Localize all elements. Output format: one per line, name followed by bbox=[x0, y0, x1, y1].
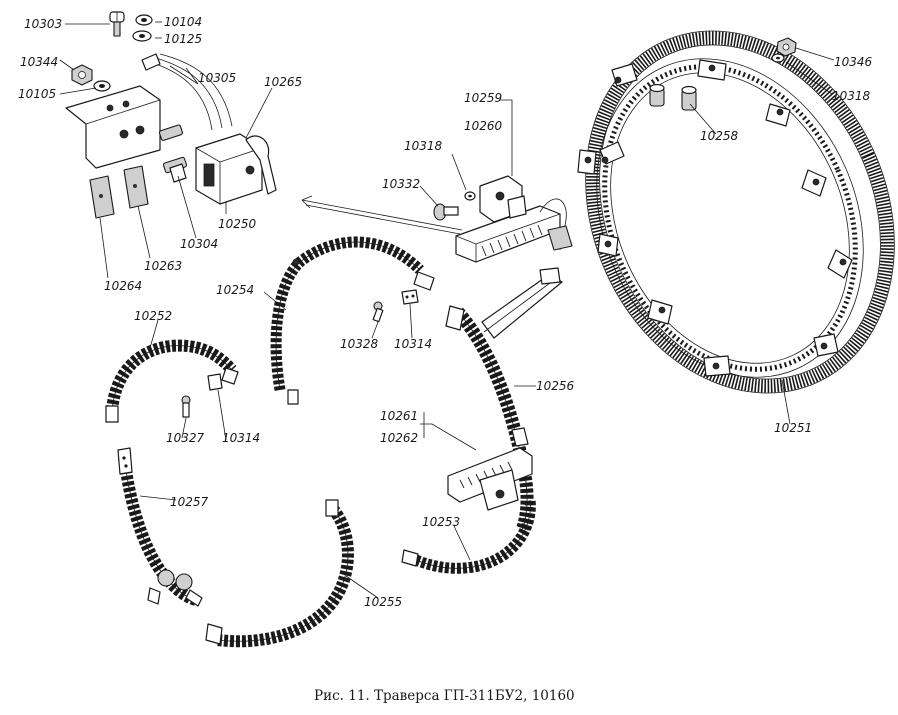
label-10318: 10318 bbox=[832, 89, 871, 103]
washer-10125 bbox=[132, 30, 152, 42]
ring-segment-10253 bbox=[401, 499, 536, 574]
ring-segment-10252 bbox=[105, 339, 239, 423]
screw-10328 bbox=[372, 301, 384, 323]
label-10304: 10304 bbox=[180, 237, 218, 251]
label-10255: 10255 bbox=[364, 595, 402, 609]
label-10253: 10253 bbox=[422, 515, 460, 529]
label-10105: 10105 bbox=[18, 87, 56, 101]
label-10261: 10261 bbox=[380, 409, 418, 423]
label-10265: 10265 bbox=[264, 75, 302, 89]
brush-10264 bbox=[89, 175, 115, 219]
label-10344: 10344 bbox=[20, 55, 58, 69]
ring-holder-block bbox=[801, 169, 827, 197]
label-10262: 10262 bbox=[380, 431, 418, 445]
screw-10327 bbox=[181, 395, 191, 418]
label-10254: 10254 bbox=[216, 283, 254, 297]
label-10264: 10264 bbox=[104, 279, 142, 293]
holder-10261 bbox=[447, 427, 533, 511]
label-10252: 10252 bbox=[134, 309, 172, 323]
label-10305: 10305 bbox=[198, 71, 236, 85]
ring-holder-block bbox=[597, 233, 619, 257]
label-10346: 10346 bbox=[834, 55, 873, 69]
label-10327: 10327 bbox=[166, 431, 205, 445]
ring-segment-10257 bbox=[117, 447, 203, 607]
screw-10303 bbox=[109, 11, 125, 37]
ring-holder-block bbox=[765, 103, 791, 127]
plate-10314 bbox=[207, 373, 223, 391]
ring-holder-block bbox=[577, 149, 597, 175]
ring-holder-block bbox=[697, 59, 727, 81]
assembly-direction-arrow bbox=[301, 195, 463, 235]
ring-10251 bbox=[577, 30, 895, 394]
ring-holder-block bbox=[599, 141, 625, 165]
flexible-leads-10305 bbox=[141, 53, 233, 131]
holder-block bbox=[65, 85, 161, 169]
label-10251: 10251 bbox=[774, 421, 812, 435]
label-10258: 10258 bbox=[700, 129, 739, 143]
bolt-10332 bbox=[433, 203, 459, 221]
ring-holder-block bbox=[647, 299, 673, 325]
terminal-lug bbox=[147, 569, 203, 607]
label-10125: 10125 bbox=[164, 32, 202, 46]
nut-10346 bbox=[776, 37, 797, 57]
label-10104: 10104 bbox=[164, 15, 202, 29]
brush-10263 bbox=[123, 165, 149, 209]
washer-10105 bbox=[93, 80, 111, 92]
ring-segment-10255 bbox=[205, 499, 354, 648]
brush-holder-assembly bbox=[65, 11, 463, 235]
holder-bar-10259 bbox=[433, 175, 573, 263]
leader-lines bbox=[59, 21, 835, 599]
label-10314: 10314 bbox=[394, 337, 432, 351]
washer-10104 bbox=[135, 14, 153, 26]
ring-holder-block bbox=[813, 333, 839, 357]
bushing-10258 bbox=[649, 83, 697, 111]
nut-10344 bbox=[71, 64, 93, 86]
label-10260: 10260 bbox=[464, 119, 503, 133]
label-10259: 10259 bbox=[464, 91, 502, 105]
label-10332: 10332 bbox=[382, 177, 420, 191]
ring-holder-block bbox=[827, 249, 853, 279]
ring-segment-10254 bbox=[270, 236, 435, 405]
label-10303: 10303 bbox=[24, 17, 62, 31]
label-10328: 10328 bbox=[340, 337, 379, 351]
callout-labels: 10303 10104 10125 10344 10105 10305 1026… bbox=[18, 15, 873, 609]
ring-holder-block bbox=[703, 355, 731, 377]
label-10256: 10256 bbox=[536, 379, 575, 393]
bolt-10304 bbox=[158, 124, 188, 183]
brush-holder-10250 bbox=[195, 133, 277, 205]
figure-caption: Рис. 11. Траверса ГП-311БУ2, 10160 bbox=[314, 688, 575, 704]
label-10318: 10318 bbox=[404, 139, 443, 153]
label-10250: 10250 bbox=[218, 217, 257, 231]
washer-10318 bbox=[771, 53, 785, 63]
label-10314: 10314 bbox=[222, 431, 260, 445]
plate-10314 bbox=[401, 289, 419, 305]
washer-10318 bbox=[464, 191, 476, 201]
label-10257: 10257 bbox=[170, 495, 209, 509]
label-10263: 10263 bbox=[144, 259, 182, 273]
ring-holder-block bbox=[611, 63, 638, 87]
